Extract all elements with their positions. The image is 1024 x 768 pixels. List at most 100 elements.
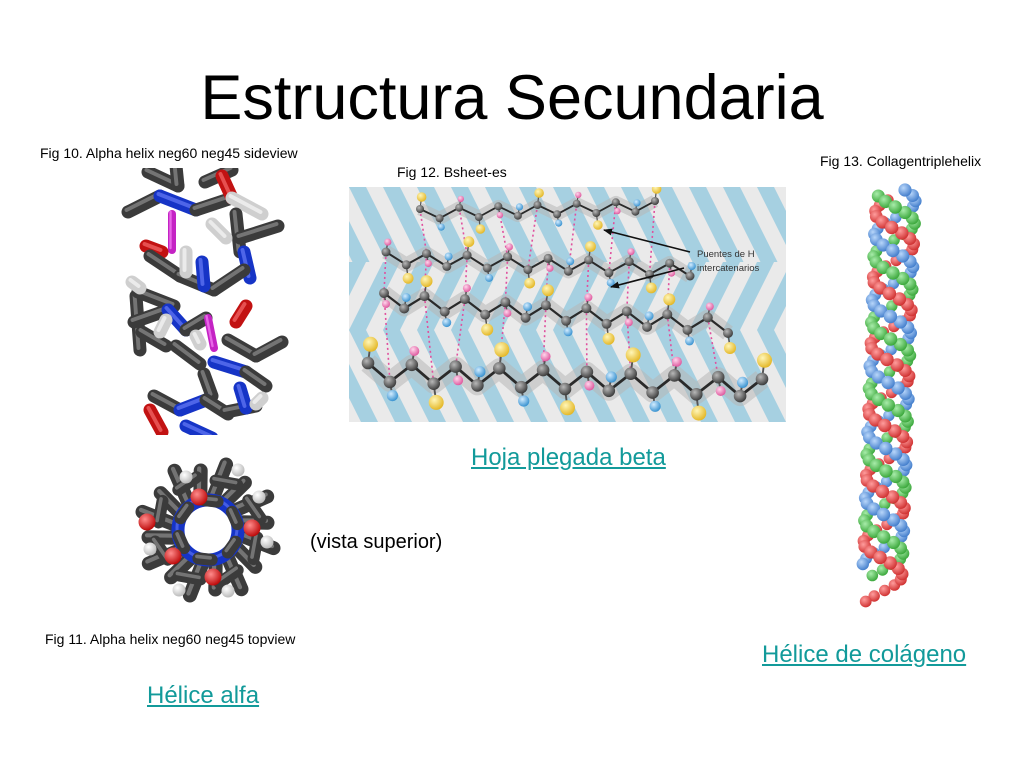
hydrogen-atom (624, 318, 633, 327)
carbon-stick-highlight (182, 314, 207, 330)
nitrogen-atom (737, 376, 749, 388)
collagen-chain-red-residue (885, 490, 900, 504)
hydrogen-bond (707, 317, 719, 378)
carbon-atom (601, 318, 612, 329)
carbon-stick-highlight (175, 571, 201, 580)
hydrogen-stick (249, 391, 269, 411)
hydrogen-atom (505, 243, 513, 251)
center-channel (189, 511, 227, 549)
carbon-stick (233, 219, 285, 245)
carbon-atom (558, 382, 572, 396)
annotation-arrow (603, 228, 691, 253)
nitrogen-atom (687, 262, 696, 271)
beta-strand (379, 275, 736, 354)
link-helice-alfa[interactable]: Hélice alfa (147, 682, 260, 709)
hydrogen-atom (705, 302, 714, 311)
side-chain-group (475, 224, 486, 234)
sheet-pleat-stripe (417, 262, 468, 330)
oxygen-stick (139, 239, 169, 259)
hydrogen-bond (204, 314, 218, 352)
carbon-stick (239, 365, 273, 393)
sheet-pleat-stripe (349, 364, 378, 422)
hydrogen-atom (546, 264, 554, 272)
sheet-pleat-stripe (791, 262, 842, 330)
carbon-atom (471, 379, 484, 392)
annotation-line-2: intercatenarios (697, 263, 760, 274)
hydrogen-stick (179, 245, 193, 279)
carbon-atom (503, 252, 513, 262)
nitrogen-stick-highlight (182, 422, 213, 435)
carbon-stick-highlight (130, 306, 169, 322)
carbon-stick-highlight (224, 537, 236, 553)
side-chain-group (524, 277, 536, 289)
collagen-chain-blue-residue (876, 507, 891, 522)
carbon-stick-highlight (210, 266, 245, 290)
link-helice-de-colageno[interactable]: Hélice de colágeno (762, 641, 967, 668)
collagen-chain-blue-residue (898, 183, 912, 197)
carbon-atom (624, 257, 634, 267)
hydrogen-atom (575, 191, 582, 199)
link-hoja-plegada-beta[interactable]: Hoja plegada beta (471, 444, 666, 471)
carbon-atom (604, 268, 614, 278)
carbon-atom (540, 300, 551, 311)
side-chain-group (724, 342, 736, 354)
side-chain-group (534, 188, 544, 198)
carbon-atom (755, 372, 769, 386)
hydrogen-atom (409, 346, 420, 356)
collagen-chain-blue-residue (896, 249, 910, 263)
slide-title: Estructura Secundaria (200, 63, 824, 133)
collagen-chain-red-residue (882, 286, 897, 301)
carbon-atom (536, 363, 550, 377)
collagen-chain-red-residue (883, 556, 897, 570)
carbon-atom (533, 201, 542, 209)
carbon-stick-highlight (172, 168, 179, 186)
hydrogen-bond (454, 298, 466, 367)
collagen-chain-red-residue (888, 424, 902, 438)
carbon-stick-highlight (195, 554, 212, 560)
collagen-chain-blue-residue (893, 315, 908, 329)
oxygen-stick-highlight (232, 302, 247, 322)
collagen-chain-red-residue (890, 358, 904, 372)
hydrogen-bond-highlight (205, 314, 214, 348)
collagen-chain-blue-residue (867, 502, 881, 516)
nitrogen-atom (555, 219, 563, 227)
carbon-atom (480, 309, 491, 320)
sheet-pleat-stripe (757, 272, 786, 330)
carbon-stick (225, 505, 244, 531)
nitrogen-atom (485, 273, 494, 282)
carbon-stick-body (221, 535, 242, 559)
collagen-chain-red-residue (859, 595, 872, 608)
hydrogen-stick (153, 313, 173, 339)
carbon-stick-highlight (252, 338, 283, 356)
collagen-chain-blue-residue (879, 441, 893, 456)
collagen-chain-green-residue (878, 194, 893, 209)
carbon-atom (399, 303, 410, 314)
nitrogen-atom (644, 311, 654, 321)
nitrogen-atom (518, 395, 530, 407)
carbon-stick-highlight (151, 537, 169, 560)
nitrogen-stick-highlight (210, 358, 247, 372)
carbon-stick-highlight (175, 532, 185, 548)
oxygen-atom (204, 568, 222, 586)
carbon-stick-highlight (155, 497, 163, 523)
collagen-chain-green-residue (874, 326, 888, 341)
oxygen-stick (229, 299, 253, 329)
sheet-pleat-stripe (723, 187, 778, 262)
beta-strand (361, 336, 772, 421)
carbon-stick (179, 311, 213, 337)
hydrogen-atom (462, 284, 471, 293)
hydrogen-stick-highlight (192, 332, 201, 344)
side-chain-group (463, 236, 475, 248)
carbon-atom (682, 324, 693, 335)
carbon-atom (462, 250, 472, 260)
carbon-stick-highlight (172, 342, 201, 364)
nitrogen-atom (633, 199, 641, 207)
collagen-chain-blue-residue (856, 557, 869, 571)
carbon-atom (416, 205, 424, 213)
side-chain-group (363, 336, 378, 352)
carbon-atom (581, 303, 592, 314)
hydrogen-bond (666, 314, 676, 376)
hydrogen-atom (496, 211, 504, 219)
carbon-atom (442, 261, 452, 271)
